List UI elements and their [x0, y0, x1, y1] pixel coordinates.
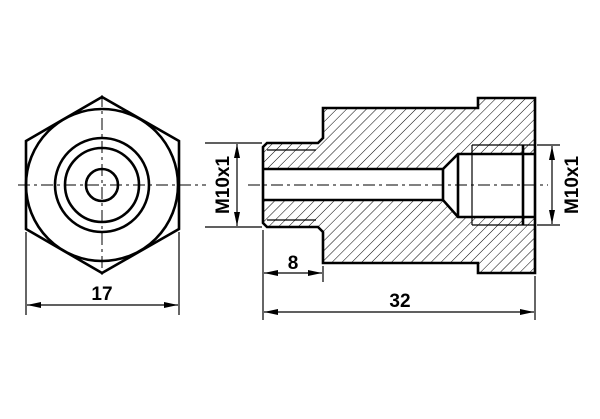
dim-overall-length: 32	[389, 291, 410, 312]
section-view: M10x1 M10x1 8 32	[205, 96, 583, 320]
dim-spigot-length: 8	[288, 253, 299, 274]
dim-hex-across-flats: 17	[91, 284, 112, 305]
hex-end-view: 17	[18, 95, 206, 315]
dim-outlet-thread: M10x1	[562, 156, 583, 215]
section-hatched-body	[261, 96, 537, 275]
dim-inlet-thread: M10x1	[213, 156, 234, 215]
